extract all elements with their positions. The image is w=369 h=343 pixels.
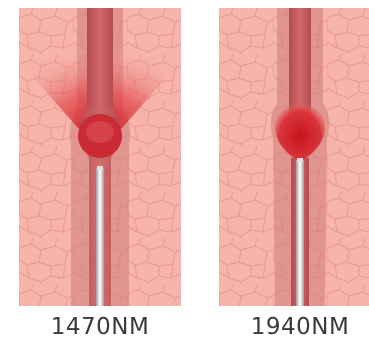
laser-1470nm-illustration bbox=[19, 8, 181, 306]
laser-fiber bbox=[96, 168, 104, 306]
laser-1940nm-illustration bbox=[219, 8, 369, 306]
wavelength-label-1470: 1470NM bbox=[19, 313, 181, 341]
vein-lumen bbox=[289, 8, 311, 118]
laser-fiber bbox=[296, 160, 304, 306]
wavelength-label-1940: 1940NM bbox=[219, 313, 369, 341]
